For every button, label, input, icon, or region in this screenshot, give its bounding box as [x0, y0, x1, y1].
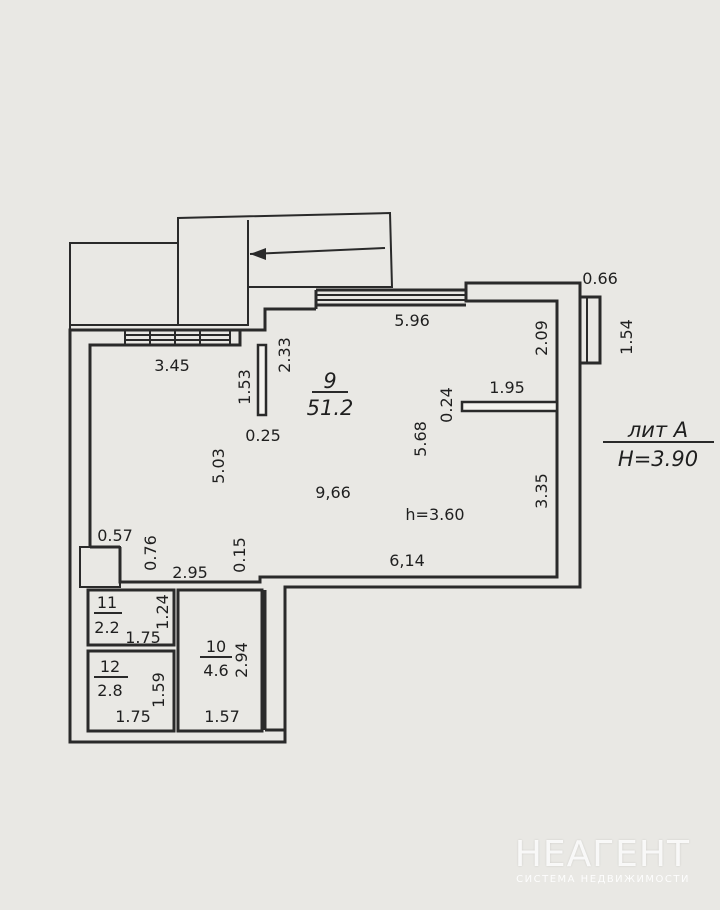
wall-outer-left [68, 340, 287, 744]
niche [79, 546, 121, 588]
watermark-name: НЕАГЕНТ [514, 834, 690, 875]
dim-1-53: 1.53 [235, 369, 254, 405]
dim-5-68: 5.68 [411, 421, 430, 457]
partition-right-stub [460, 400, 559, 413]
room-11-number: 11 [97, 593, 117, 612]
entrance-arrow-line [249, 247, 386, 255]
room-12-outline [86, 649, 176, 733]
building-height: Н=3.90 [618, 447, 698, 471]
room-9-walls [68, 281, 582, 744]
dim-2-33: 2.33 [275, 337, 294, 373]
dim-1-24: 1.24 [153, 594, 172, 630]
dim-2-09: 2.09 [532, 320, 551, 356]
dim-5-96: 5.96 [394, 311, 430, 330]
dim-1-57: 1.57 [204, 707, 240, 726]
dim-5-03: 5.03 [209, 448, 228, 484]
wall-top-step [238, 307, 316, 345]
dim-3-35: 3.35 [532, 473, 551, 509]
dim-1-75-a: 1.75 [125, 628, 161, 647]
dim-0-24: 0.24 [437, 387, 456, 423]
room-11-area: 2.2 [94, 618, 119, 637]
dim-0-57: 0.57 [97, 526, 133, 545]
room-10-outline [176, 588, 264, 733]
window-top-left [124, 330, 231, 345]
entrance-block [69, 211, 394, 340]
entrance-arrow-icon [250, 248, 266, 260]
partition-left-stub [256, 343, 268, 417]
dim-1-54: 1.54 [617, 319, 636, 355]
watermark-tagline: СИСТЕМА НЕДВИЖИМОСТИ [516, 874, 690, 885]
dim-1-59: 1.59 [149, 672, 168, 708]
building-letter: лит А [627, 418, 688, 442]
room-9-area: 51.2 [307, 396, 354, 420]
dim-6-14: 6,14 [389, 551, 425, 570]
room-12-number: 12 [100, 657, 120, 676]
balcony-box [578, 295, 602, 365]
dim-3-45: 3.45 [154, 356, 190, 375]
dim-9-66: 9,66 [315, 483, 351, 502]
ceiling-height: h=3.60 [405, 505, 464, 524]
room-10-number: 10 [206, 637, 226, 656]
room-10-area: 4.6 [203, 661, 228, 680]
dim-2-94: 2.94 [232, 642, 251, 678]
entrance-outline [69, 211, 394, 326]
room-9-number: 9 [323, 369, 336, 393]
dim-1-75-b: 1.75 [115, 707, 151, 726]
dim-0-15: 0.15 [230, 537, 249, 573]
dim-2-95: 2.95 [172, 563, 208, 582]
dim-1-95: 1.95 [489, 378, 525, 397]
dim-0-25: 0.25 [245, 426, 281, 445]
room-11-outline [86, 588, 176, 647]
lower-rooms [86, 588, 264, 733]
watermark-logo: НЕАГЕНТ СИСТЕМА НЕДВИЖИМОСТИ [490, 836, 690, 886]
dim-0-66: 0.66 [582, 269, 618, 288]
room-12-area: 2.8 [97, 681, 122, 700]
dim-0-76: 0.76 [141, 535, 160, 571]
wall-outer-right [118, 281, 582, 732]
